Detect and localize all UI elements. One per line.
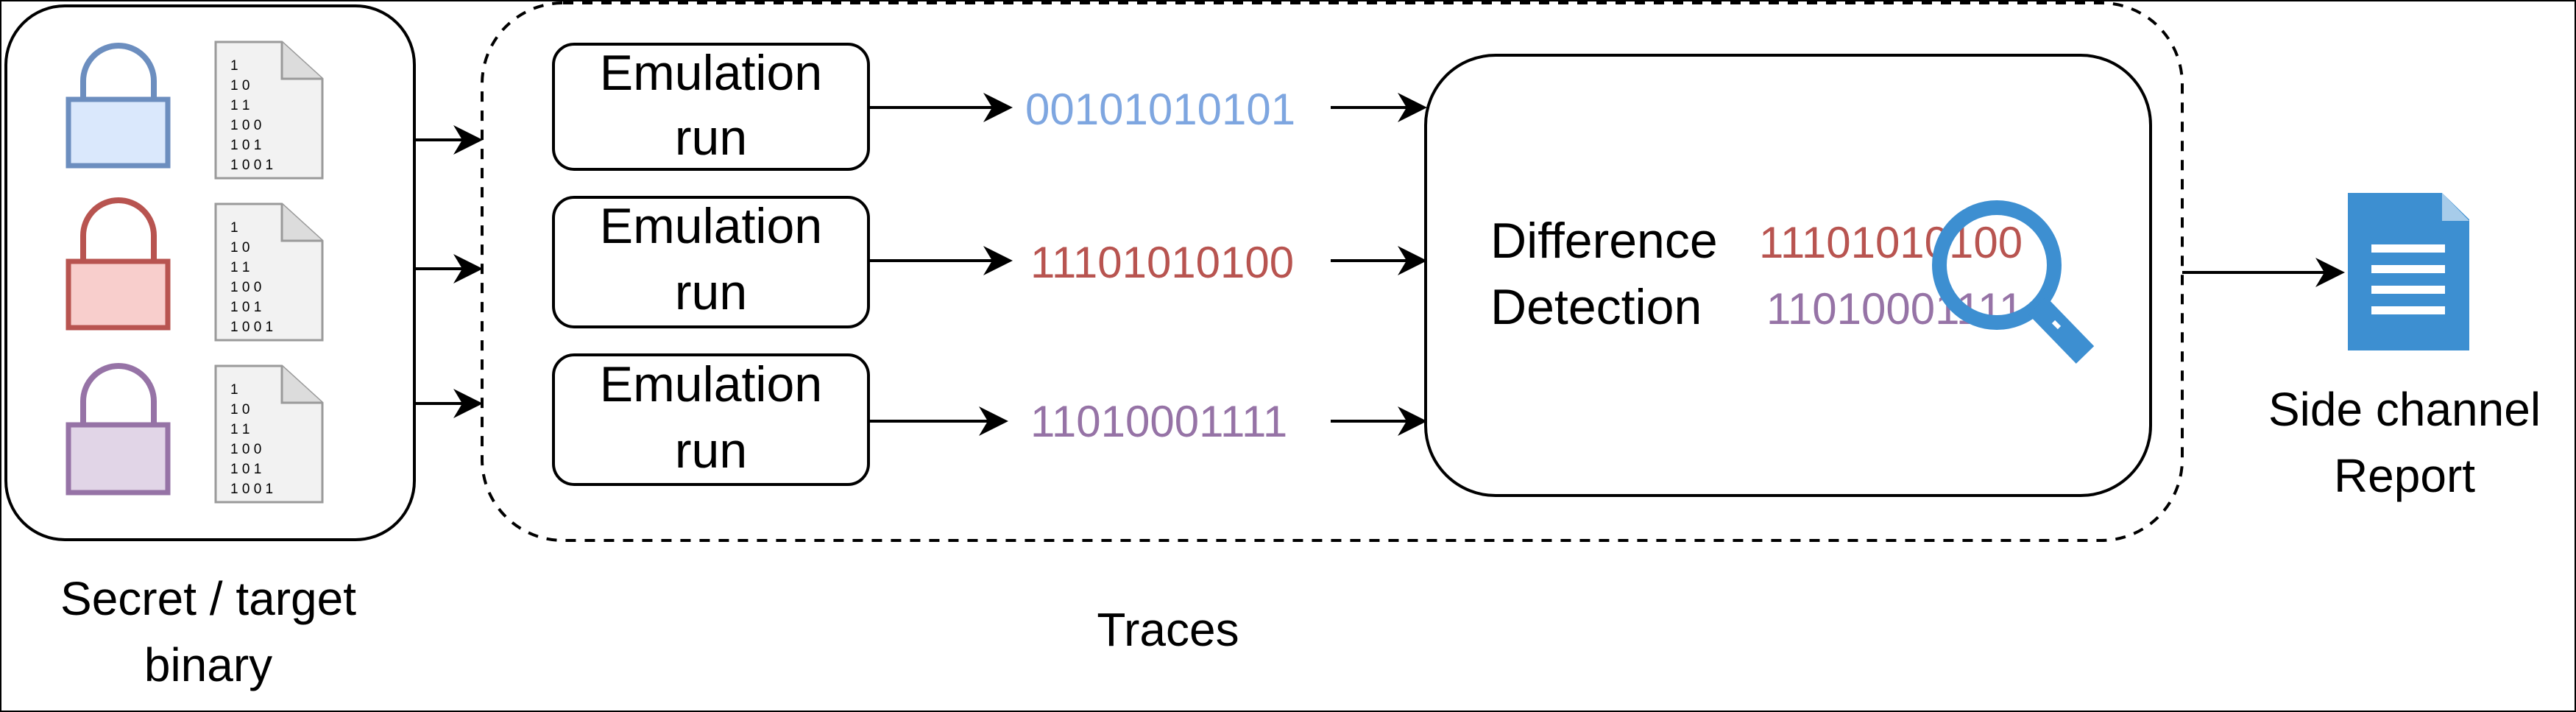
emulation-run-label: Emulation (600, 45, 822, 101)
binary-line: 1 0 1 (230, 300, 261, 315)
emulation-run-label: Emulation (600, 198, 822, 254)
svg-text:11 01 11 0 01 0 11 0 0 1: 1 1 0 1 1 1 0 0 1 0 1 1 0 0 1 (230, 220, 273, 335)
binary-line: 1 0 (230, 78, 250, 94)
emulation-run-label: run (675, 110, 747, 166)
binary-line: 1 1 (230, 422, 250, 437)
report-caption: Report (2334, 449, 2475, 502)
binary-line: 1 (230, 220, 238, 236)
secret-binary-caption: binary (144, 638, 272, 691)
report-caption: Side channel (2268, 383, 2541, 436)
emulation-run-box: Emulation run (552, 43, 870, 171)
binary-line: 1 1 (230, 260, 250, 275)
trace-bits: 11010001111 (1030, 397, 1287, 446)
binary-file-icon: 1 1 0 1 1 1 0 0 1 0 1 1 0 0 1 (214, 40, 324, 180)
binary-line: 1 0 1 (230, 138, 261, 153)
binary-file-icon: 1 1 0 1 1 1 0 0 1 0 1 1 0 0 1 (214, 364, 324, 504)
binary-line: 1 0 0 1 (230, 158, 273, 173)
binary-line: 1 0 0 1 (230, 320, 273, 335)
lock-icon-red (66, 197, 171, 331)
emulation-run-box: Emulation run (552, 353, 870, 486)
emulation-run-label: run (675, 423, 747, 479)
traces-group (481, 1, 2184, 542)
emulation-run-label: Emulation (600, 356, 822, 412)
emulation-run-box: Emulation run (552, 196, 870, 328)
binary-line: 1 0 1 (230, 462, 261, 477)
detection-bits-top: 11101010100 (1759, 218, 2023, 267)
binary-line: 1 (230, 58, 238, 74)
difference-detection-box (1424, 54, 2152, 497)
lock-icon-blue (66, 43, 171, 169)
binary-line: 1 0 0 (230, 442, 261, 457)
binary-line: 1 0 (230, 402, 250, 417)
binary-line: 1 0 (230, 240, 250, 255)
trace-bits: 11101010100 (1030, 238, 1294, 287)
detection-label: Detection (1490, 279, 1702, 335)
svg-text:11 01 11 0 01 0 11 0 0 1: 1 1 0 1 1 1 0 0 1 0 1 1 0 0 1 (230, 382, 273, 497)
detection-label: Difference (1490, 213, 1718, 269)
binary-line: 1 0 0 1 (230, 482, 273, 497)
magnifier-icon (1932, 200, 2095, 364)
binary-line: 1 (230, 382, 238, 398)
binary-line: 1 0 0 (230, 118, 261, 133)
emulation-run-label: run (675, 264, 747, 320)
document-icon (2348, 193, 2469, 350)
binary-line: 1 1 (230, 98, 250, 113)
lock-icon-purple (66, 363, 171, 496)
traces-caption: Traces (1097, 603, 1239, 656)
binary-line: 1 0 0 (230, 280, 261, 295)
secret-binary-caption: Secret / target (60, 572, 356, 625)
svg-text:11 01 11 0 01 0 11 0 0 1: 1 1 0 1 1 1 0 0 1 0 1 1 0 0 1 (230, 58, 273, 173)
trace-bits: 00101010101 (1025, 85, 1295, 134)
binary-file-icon: 1 1 0 1 1 1 0 0 1 0 1 1 0 0 1 (214, 202, 324, 342)
